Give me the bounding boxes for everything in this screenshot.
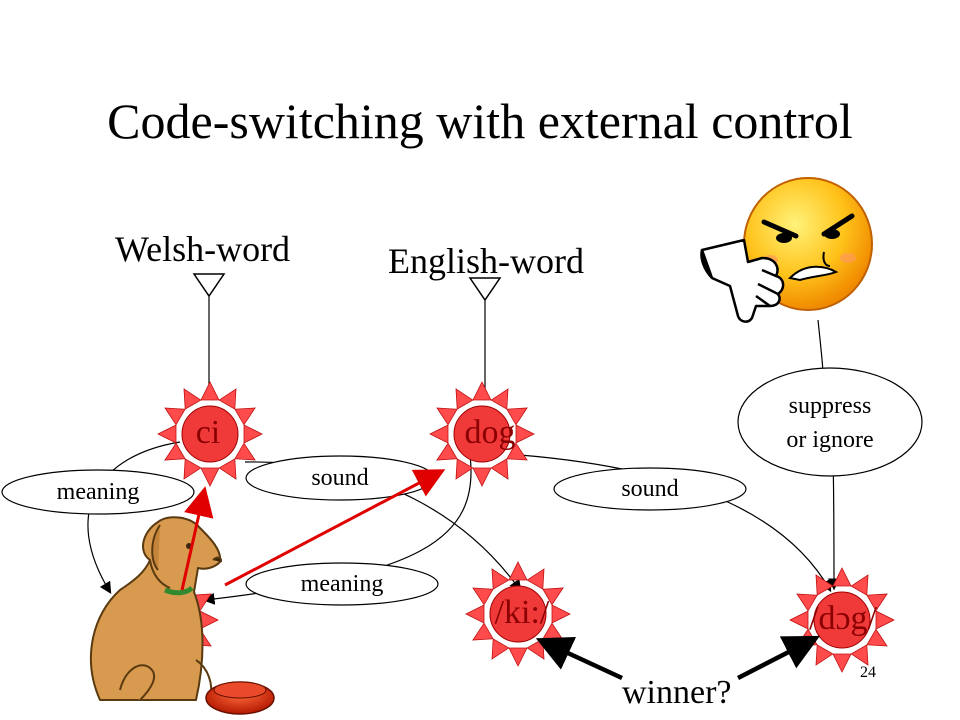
node-dog-sound-sun-ray — [850, 574, 869, 596]
node-ki-sun-ray — [542, 587, 564, 606]
node-dog-sun-ray — [455, 458, 474, 480]
meaning-oval-center — [245, 562, 439, 606]
red-arrow-to-ci — [180, 486, 214, 591]
node-ci-sun-core — [181, 405, 239, 463]
winner-arrow-to-dog-sound — [736, 635, 821, 681]
node-dog-sound-sun-ray — [866, 628, 888, 647]
node-dog-sound-label: /dɔg/ — [809, 600, 877, 637]
welsh-word-label: Welsh-word — [115, 229, 291, 269]
node-dog-sound-sun-ray — [832, 653, 852, 673]
node-ci-sun-ray — [234, 442, 256, 461]
node-dog-sun-ray — [455, 388, 474, 410]
sound-oval-right — [553, 467, 747, 511]
winner-arrow-to-ki — [535, 636, 623, 681]
node-ki-sun-ray — [491, 638, 510, 660]
node-ci-sun-ray — [164, 407, 186, 426]
node-dog-sun-ray — [506, 442, 528, 461]
welsh-word-node — [192, 273, 226, 400]
node-ci-label: ci — [195, 414, 221, 451]
node-ki-sun-ray — [508, 561, 528, 581]
winner-label: winner? — [622, 674, 732, 711]
node-dog-sound-sun-ray — [815, 644, 834, 666]
sound-label-right: sound — [621, 476, 679, 502]
node-ci-sun-ray — [218, 388, 237, 410]
node-ki-sun-ray — [472, 587, 494, 606]
meaning-label-left: meaning — [56, 479, 140, 505]
node-dog-sound-sun-ray — [789, 610, 809, 630]
node-dog-sun-ray — [490, 458, 509, 480]
node-dog-sound-sun-ray — [866, 593, 888, 612]
node-dog-sun-ray — [506, 407, 528, 426]
node-dog-sun-ray — [472, 381, 492, 401]
node-ci-sun-ray — [218, 458, 237, 480]
node-ki-label: /ki:/ — [494, 594, 550, 631]
winner-arrows — [535, 635, 821, 681]
node-dog-sun-ray — [429, 424, 449, 444]
node-dog-sound-sun-ray — [832, 567, 852, 587]
node-ci-sun — [157, 381, 263, 487]
node-dog-sun-ray — [472, 467, 492, 487]
suppress-oval — [737, 367, 923, 477]
page-number: 24 — [860, 664, 876, 681]
node-dog-label: dog — [464, 414, 516, 451]
node-dog-sound-sun-ray — [815, 574, 834, 596]
node-ci-sun-ray — [183, 458, 202, 480]
node-ki-sun-ray — [526, 568, 545, 590]
red-arrow-to-dog — [224, 469, 446, 587]
node-dog-sun-ray — [515, 424, 535, 444]
dog-bowl — [205, 681, 275, 715]
node-dog-sound-sun-core — [813, 591, 871, 649]
slide-title: Code-switching with external control — [107, 93, 853, 149]
node-ci-sun-ray — [200, 381, 220, 401]
node-ki-sun-ray — [472, 622, 494, 641]
node-ci-sun-ray — [183, 388, 202, 410]
suppress-label-line2: or ignore — [786, 427, 874, 453]
node-ki-sun-ray — [491, 568, 510, 590]
node-ki-sun-ray — [526, 638, 545, 660]
node-dog-sun-ray — [436, 407, 458, 426]
node-dog-sound-sun-ray — [875, 610, 895, 630]
thumbs-down-icon — [700, 238, 785, 323]
node-ci-sun-ray — [164, 442, 186, 461]
node-dog-sound-sun-ray — [796, 593, 818, 612]
node-dog-sun-ray — [436, 442, 458, 461]
red-arrows — [180, 469, 446, 591]
sound-label-left: sound — [311, 465, 369, 491]
node-ki-sun-ray — [551, 604, 571, 624]
node-ci-sun-ray — [243, 424, 263, 444]
suppress-label-line1: suppress — [788, 393, 872, 419]
node-ki-sun-ray — [508, 647, 528, 667]
node-ki-sun-ray — [465, 604, 485, 624]
node-ci-sun-ray — [157, 424, 177, 444]
node-ci-sun-ray — [200, 467, 220, 487]
node-ci-sun-ray — [234, 407, 256, 426]
node-dog-sun-core — [453, 405, 511, 463]
node-ki-sun-core — [489, 585, 547, 643]
english-word-node — [468, 277, 502, 400]
node-dog-sun-ray — [490, 388, 509, 410]
english-word-label: English-word — [388, 241, 584, 281]
meaning-label-center: meaning — [300, 571, 384, 597]
face-suppress-line — [817, 319, 824, 373]
node-dog-sound-sun-ray — [850, 644, 869, 666]
node-ki-sun — [465, 561, 571, 667]
node-dog-sun — [429, 381, 535, 487]
